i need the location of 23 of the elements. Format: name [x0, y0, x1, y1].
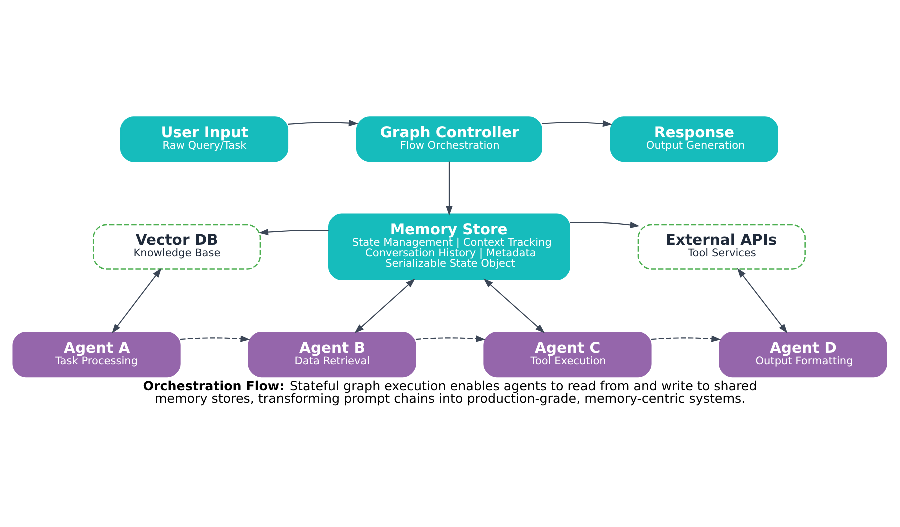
node-box: Memory Store State Management | Context Tracking Conversation History | Metadata Serializable State Object	[328, 213, 570, 280]
node-box: Vector DB Knowledge Base	[92, 224, 262, 270]
arrow	[446, 161, 453, 216]
caption: Orchestration Flow: Stateful graph execution enables agents to read from and write to shared memory stores, transforming prompt chains into production-grade, memory-centric systems.	[143, 378, 758, 406]
node-box: Response Output Generation	[610, 116, 778, 162]
node-box: Agent B Data Retrieval	[248, 332, 416, 378]
arrow	[484, 278, 546, 334]
arrow	[258, 228, 329, 236]
node-box: Graph Controller Flow Orchestration	[356, 116, 542, 162]
node-box: Agent C Tool Execution	[484, 332, 652, 378]
node-box: Agent A Task Processing	[12, 332, 181, 378]
arrow	[180, 335, 250, 342]
arrow	[416, 335, 486, 342]
arrow	[651, 335, 722, 342]
node-box: Agent D Output Formatting	[719, 332, 888, 378]
arrow	[354, 278, 416, 334]
arrow	[288, 119, 358, 126]
arrow	[570, 221, 640, 228]
node-box: User Input Raw Query/Task	[120, 116, 289, 162]
arrow	[112, 268, 162, 334]
node-box: External APIs Tool Services	[638, 224, 806, 270]
arrow	[737, 268, 788, 334]
arrow	[542, 120, 613, 127]
